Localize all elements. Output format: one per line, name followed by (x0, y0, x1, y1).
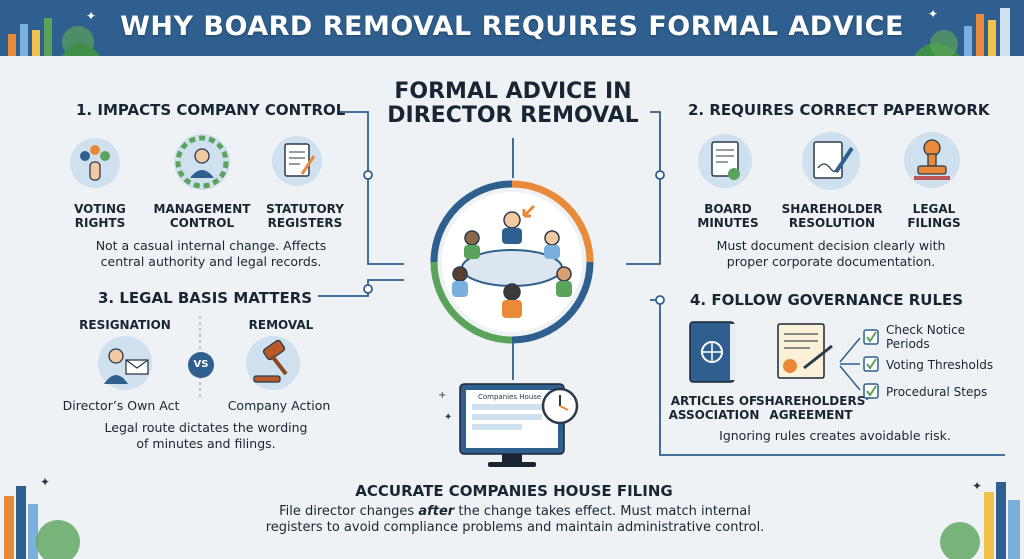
monitor-screen-text: Companies House (478, 393, 542, 401)
check-procedural-steps: Procedural Steps (886, 385, 988, 399)
register-clipboard-icon (272, 136, 322, 186)
decorative-chart-right-icon: ✦ (914, 7, 1010, 56)
agreement-scroll-icon (770, 318, 838, 392)
svg-text:✦: ✦ (972, 479, 982, 493)
decorative-chart-left-icon: ✦ (8, 9, 100, 56)
resignation-caption: Director’s Own Act (62, 398, 180, 413)
gavel-icon (246, 336, 300, 390)
svg-text:✦: ✦ (444, 412, 452, 423)
vs-badge: VS (188, 352, 214, 378)
header-bar: ✦ ✦ (0, 0, 1024, 56)
computer-monitor-icon: + ✦ (438, 383, 565, 467)
stamp-icon (904, 132, 960, 188)
articles-book-icon (684, 318, 744, 392)
check-voting-thresholds: Voting Thresholds (886, 358, 994, 372)
shareholders-agreement-label: SHAREHOLDERS’AGREEMENT (756, 394, 870, 422)
page-title: WHY BOARD REMOVAL REQUIRES FORMAL ADVICE (120, 11, 904, 42)
svg-text:✦: ✦ (86, 9, 96, 23)
section1-title: 1. IMPACTS COMPANY CONTROL (76, 101, 346, 119)
removal-caption: Company Action (227, 398, 331, 413)
section3-title: 3. LEGAL BASIS MATTERS (98, 289, 313, 307)
resignation-letter-icon (98, 336, 152, 390)
bottom-description: File director changes after the change t… (265, 504, 765, 535)
voting-hand-icon (70, 138, 120, 188)
section2-title: 2. REQUIRES CORRECT PAPERWORK (688, 101, 990, 119)
bottom-title: ACCURATE COMPANIES HOUSE FILING (355, 482, 673, 500)
svg-text:+: + (438, 390, 446, 401)
center-title-line1: FORMAL ADVICE IN (394, 79, 632, 104)
section4-title: 4. FOLLOW GOVERNANCE RULES (690, 291, 964, 309)
decorative-books-right-icon: ✦ (940, 479, 1020, 559)
manager-gear-icon (174, 134, 230, 190)
resignation-label: RESIGNATION (79, 318, 171, 332)
svg-text:✦: ✦ (928, 7, 938, 21)
minutes-document-icon (698, 134, 752, 188)
board-meeting-icon (430, 180, 594, 344)
svg-text:✦: ✦ (40, 475, 50, 489)
section4-description: Ignoring rules creates avoidable risk. (719, 428, 951, 443)
signed-resolution-icon (802, 132, 860, 190)
decorative-books-left-icon: ✦ (4, 475, 80, 559)
center-title-line2: DIRECTOR REMOVAL (387, 103, 639, 128)
center-title: FORMAL ADVICE IN DIRECTOR REMOVAL (380, 80, 646, 128)
clock-icon (541, 387, 579, 425)
removal-label: REMOVAL (248, 318, 314, 332)
checklist-arrows (839, 329, 879, 399)
